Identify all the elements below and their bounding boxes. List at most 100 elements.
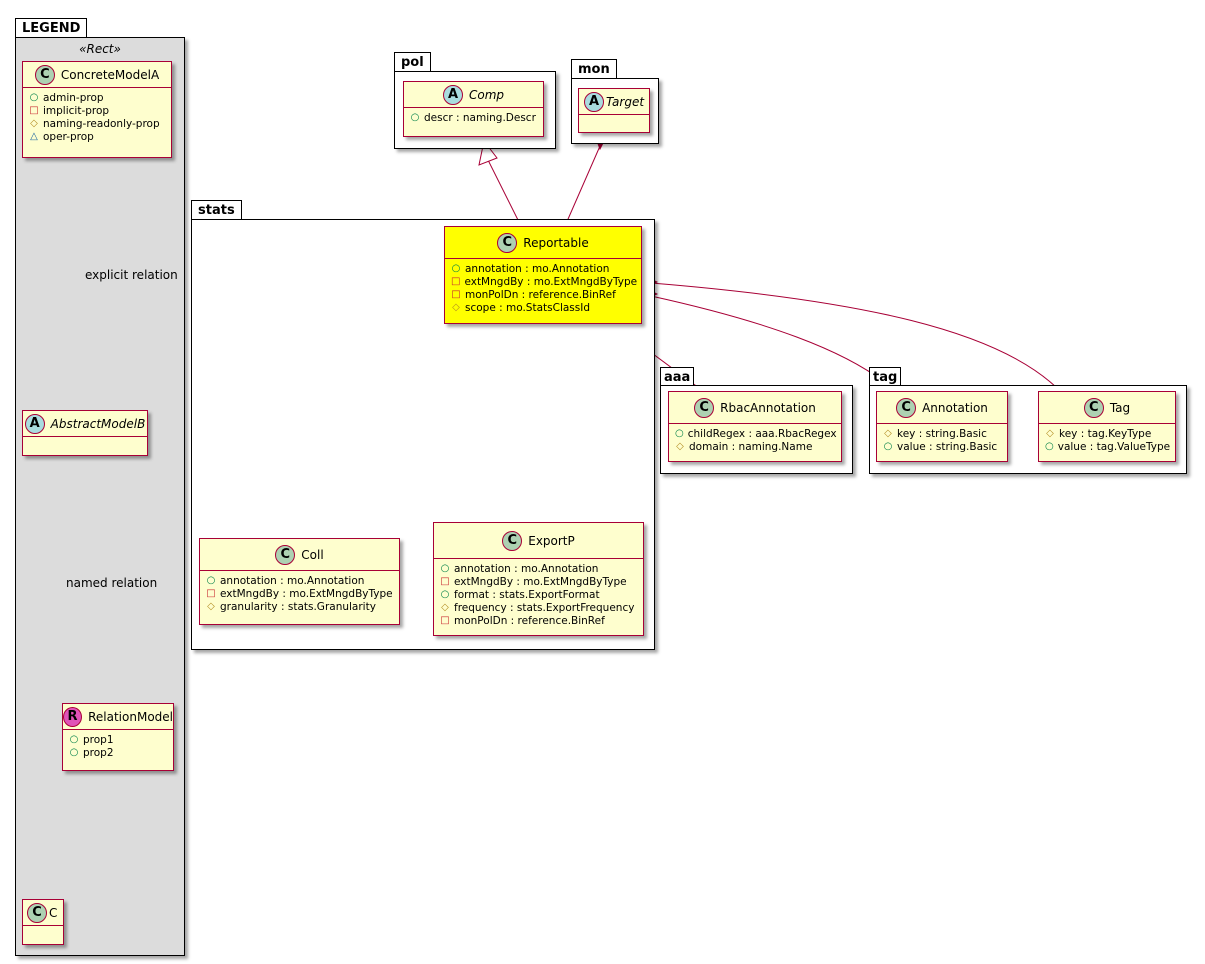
class-name: AbstractModelB [50, 416, 146, 431]
class-name: RbacAnnotation [720, 400, 816, 415]
legend-package-name: LEGEND [22, 21, 81, 36]
public-icon: ○ [883, 441, 893, 452]
attr-row: □extMngdBy : mo.ExtMngdByType [440, 575, 637, 588]
attr-text: key : tag.KeyType [1059, 427, 1152, 440]
attr-row: ◇scope : mo.StatsClassId [451, 301, 635, 314]
attr-row: ◇naming-readonly-prop [29, 117, 165, 130]
attr-text: annotation : mo.Annotation [465, 262, 610, 275]
class-spot-icon: C [502, 530, 523, 551]
attr-row: ◇ domain : naming.Name [675, 440, 835, 453]
tag-package-name: tag [873, 370, 898, 385]
package-icon: △ [30, 131, 38, 142]
attr-row: ○childRegex : aaa.RbacRegex [675, 427, 837, 440]
pol-package-tab: pol [394, 52, 431, 71]
abstract-model-b-class[interactable]: A AbstractModelB [22, 410, 148, 456]
tag-composition-line [650, 282, 1061, 392]
private-icon: □ [206, 588, 216, 599]
attr-row: ○ prop2 [69, 746, 167, 759]
attr-row: ○ annotation : mo.Annotation [206, 574, 393, 587]
attr-row: ◇frequency : stats.ExportFrequency [440, 601, 637, 614]
attr-row: ◇granularity : stats.Granularity [206, 600, 393, 613]
legend-stereotype: «Rect» [79, 42, 121, 56]
attr-text: value : tag.ValueType [1057, 440, 1171, 453]
protected-icon: ◇ [1046, 428, 1054, 439]
relation-spot-icon: R [63, 706, 83, 727]
attr-row: □monPolDn : reference.BinRef [451, 288, 635, 301]
comp-class[interactable]: A Comp ○ descr : naming.Descr [403, 81, 544, 137]
attr-text: monPolDn : reference.BinRef [454, 614, 605, 627]
class-spot-icon: C [694, 397, 715, 418]
protected-icon: ◇ [884, 428, 892, 439]
attr-text: prop1 [83, 733, 114, 746]
named-relation-label: named relation [66, 576, 158, 590]
attr-text: monPolDn : reference.BinRef [465, 288, 616, 301]
private-icon: □ [451, 276, 461, 287]
attr-text: extMngdBy : mo.ExtMngdByType [454, 575, 627, 588]
abstract-spot-icon: A [442, 84, 463, 105]
concrete-model-a-class[interactable]: C ConcreteModelA ○ admin-prop □implicit-pr… [22, 61, 172, 158]
attr-text: descr : naming.Descr [424, 111, 536, 124]
attr-text: admin-prop [43, 91, 104, 104]
attr-text: prop2 [83, 746, 114, 759]
attr-text: annotation : mo.Annotation [454, 562, 599, 575]
public-icon: ○ [675, 428, 684, 439]
protected-icon: ◇ [441, 602, 449, 613]
private-icon: □ [29, 105, 39, 116]
class-name: Comp [468, 87, 505, 102]
class-name: ConcreteModelA [60, 67, 160, 82]
target-composition-line [564, 145, 601, 227]
class-name: Tag [1109, 400, 1131, 415]
public-icon: ○ [206, 575, 216, 586]
class-spot-icon: C [27, 902, 47, 923]
tag-class[interactable]: C Tag ◇ key : tag.KeyType ○value : tag.Val… [1038, 391, 1176, 462]
class-name: Annotation [922, 400, 988, 415]
abstract-spot-icon: A [24, 413, 45, 434]
public-icon: ○ [1045, 441, 1054, 452]
public-icon: ○ [451, 263, 461, 274]
class-name: C [49, 905, 58, 920]
protected-icon: ◇ [676, 441, 684, 452]
attr-row: ◇key : string.Basic [883, 427, 1001, 440]
attr-row: ○ descr : naming.Descr [410, 111, 537, 124]
attr-row: ○ annotation : mo.Annotation [451, 262, 635, 275]
attr-text: extMngdBy : mo.ExtMngdByType [220, 587, 393, 600]
attr-text: value : string.Basic [897, 440, 998, 453]
class-spot-icon: C [34, 64, 55, 85]
stats-package-tab: stats [191, 200, 242, 219]
public-icon: ○ [410, 112, 420, 123]
attr-row: △ oper-prop [29, 130, 165, 143]
tag-package-tab: tag [869, 367, 902, 386]
attr-text: domain : naming.Name [689, 440, 813, 453]
attr-row: ○ admin-prop [29, 91, 165, 104]
public-icon: ○ [69, 747, 79, 758]
aaa-package-name: aaa [664, 370, 691, 385]
mon-package-tab: mon [571, 59, 617, 78]
public-icon: ○ [440, 563, 450, 574]
rbac-annotation-class[interactable]: C RbacAnnotation ○childRegex : aaa.RbacRe… [668, 391, 842, 462]
attr-text: scope : mo.StatsClassId [465, 301, 591, 314]
class-spot-icon: C [1083, 397, 1104, 418]
public-icon: ○ [440, 589, 450, 600]
public-icon: ○ [69, 734, 79, 745]
explicit-relation-label: explicit relation [85, 268, 178, 282]
class-name: Target [605, 94, 645, 109]
attr-text: extMngdBy : mo.ExtMngdByType [464, 275, 638, 288]
attr-row: □extMngdBy : mo.ExtMngdByType [451, 275, 638, 288]
attr-text: childRegex : aaa.RbacRegex [687, 427, 837, 440]
public-icon: ○ [29, 92, 39, 103]
attr-row: ○ annotation : mo.Annotation [440, 562, 637, 575]
stats-package-name: stats [198, 203, 235, 218]
attr-text: oper-prop [43, 130, 94, 143]
attr-row: □monPolDn : reference.BinRef [440, 614, 637, 627]
class-spot-icon: C [497, 232, 518, 253]
attr-row: □implicit-prop [29, 104, 165, 117]
attr-row: ○ prop1 [69, 733, 167, 746]
attr-text: annotation : mo.Annotation [220, 574, 365, 587]
